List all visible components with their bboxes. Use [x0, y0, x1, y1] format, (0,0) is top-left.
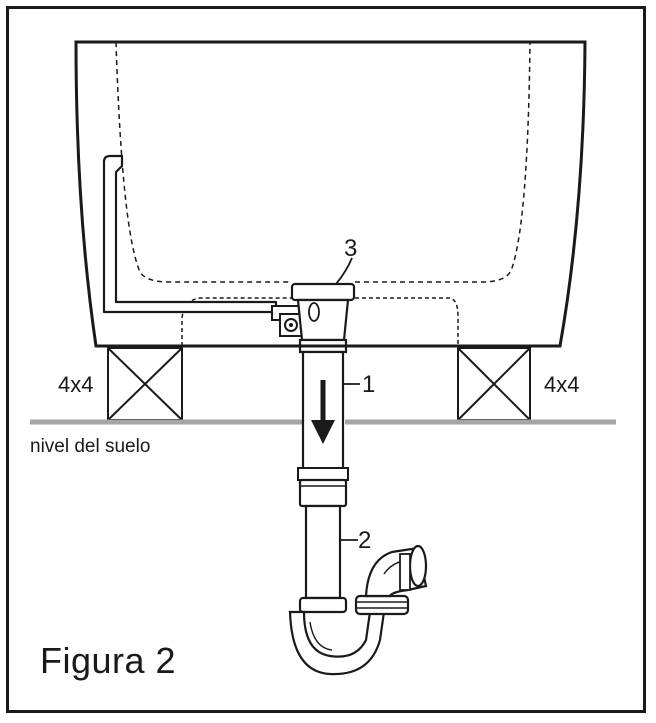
callout-2: 2 — [340, 527, 371, 554]
support-block-left — [107, 347, 183, 421]
p-trap — [288, 544, 428, 676]
overflow-pipe — [102, 154, 278, 314]
callout-3: 3 — [335, 235, 357, 285]
tailpiece-pipe — [301, 350, 345, 472]
trap-inlet-pipe — [304, 504, 342, 600]
callout-2-label: 2 — [358, 527, 371, 554]
slip-nut-coupling — [297, 467, 349, 508]
callout-3-label: 3 — [344, 235, 357, 262]
support-label-right: 4x4 — [544, 372, 579, 397]
support-label-left: 4x4 — [58, 372, 93, 397]
drain-assembly — [290, 282, 356, 354]
callout-1-label: 1 — [362, 371, 375, 398]
support-block-right — [457, 347, 531, 421]
flow-direction-arrow — [311, 380, 335, 444]
figure-caption: Figura 2 — [40, 640, 177, 681]
callout-1: 1 — [343, 371, 375, 398]
floor-level-label: nivel del suelo — [30, 436, 150, 457]
bathtub-basin-dashed — [115, 41, 531, 283]
